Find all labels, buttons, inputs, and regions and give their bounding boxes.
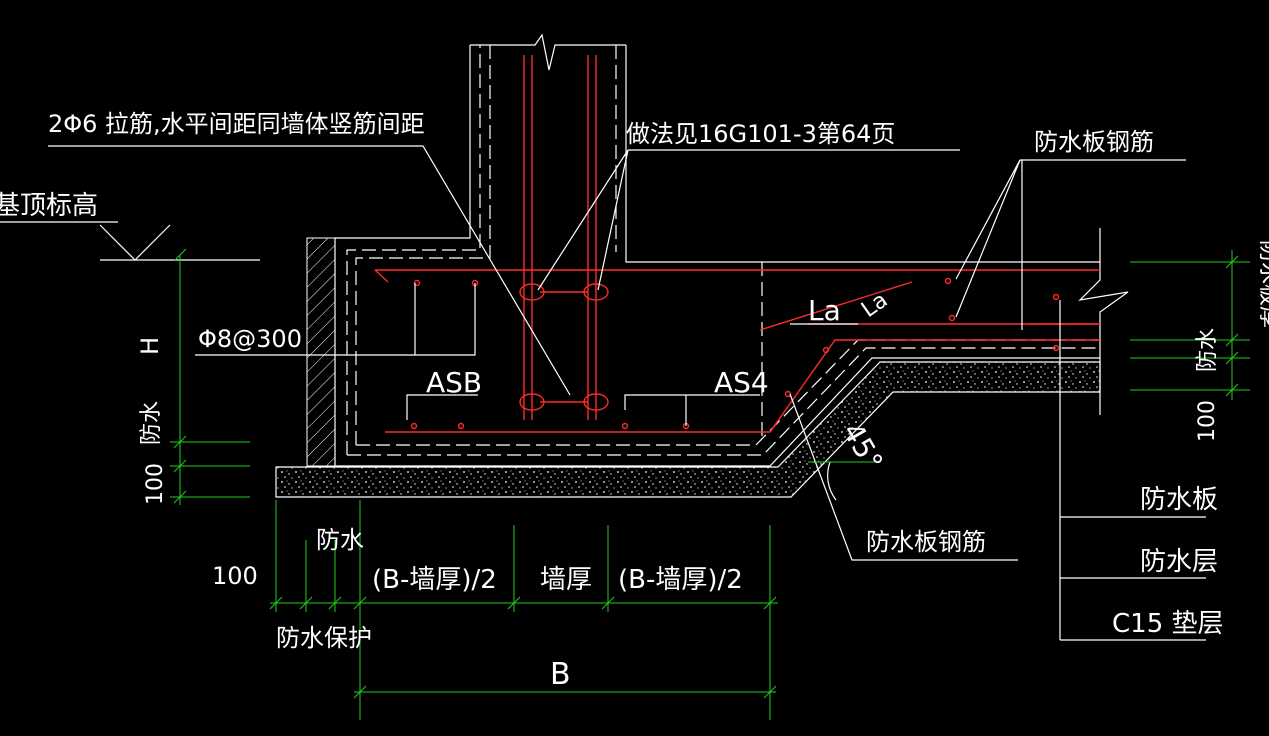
waterproof-bottom-label: 防水 bbox=[316, 526, 364, 554]
dim-100-right-label: 100 bbox=[1195, 400, 1220, 442]
dim-100-bottom-label: 100 bbox=[212, 562, 258, 590]
half-width-right-label: (B-墙厚)/2 bbox=[618, 565, 743, 595]
foundation-outline bbox=[334, 33, 1129, 467]
dim-100-left-label: 100 bbox=[143, 463, 168, 505]
height-h-label: H bbox=[136, 337, 164, 355]
as4-label: AS4 bbox=[714, 366, 769, 399]
foundation-top-label: 基顶标高 bbox=[0, 191, 98, 221]
wall-thickness-label: 墙厚 bbox=[540, 565, 592, 595]
stirrup-label: Φ8@300 bbox=[198, 325, 302, 353]
tie-bar-label: 2Φ6 拉筋,水平间距同墙体竖筋间距 bbox=[48, 110, 425, 138]
la-label-2: La bbox=[857, 288, 892, 323]
half-width-left-label: (B-墙厚)/2 bbox=[372, 565, 497, 595]
waterproof-right-label: 防水 bbox=[1195, 328, 1220, 372]
waterproof-protect-label: 防水保护 bbox=[276, 624, 372, 652]
legend-item-c15-cushion: C15 垫层 bbox=[1112, 609, 1224, 639]
waterproof-left-label: 防水 bbox=[139, 401, 164, 445]
slab-rebar-top-label: 防水板钢筋 bbox=[1034, 128, 1154, 156]
dimension-lines bbox=[170, 248, 1250, 720]
slab-rebar-bottom-label: 防水板钢筋 bbox=[866, 528, 986, 556]
dim-b-label: B bbox=[550, 657, 571, 692]
legend-item-waterproof-slab: 防水板 bbox=[1140, 485, 1218, 515]
legend-item-waterproof-layer: 防水层 bbox=[1140, 547, 1218, 577]
method-ref-label: 做法见16G101-3第64页 bbox=[626, 120, 895, 148]
soil-hatch bbox=[306, 237, 336, 467]
c15-cushion bbox=[275, 361, 1101, 498]
leader-lines bbox=[0, 145, 1206, 641]
la-label-1: La bbox=[808, 294, 841, 327]
asb-label: ASB bbox=[426, 366, 482, 399]
slab-thickness-label: 防水板厚 bbox=[1256, 240, 1269, 328]
